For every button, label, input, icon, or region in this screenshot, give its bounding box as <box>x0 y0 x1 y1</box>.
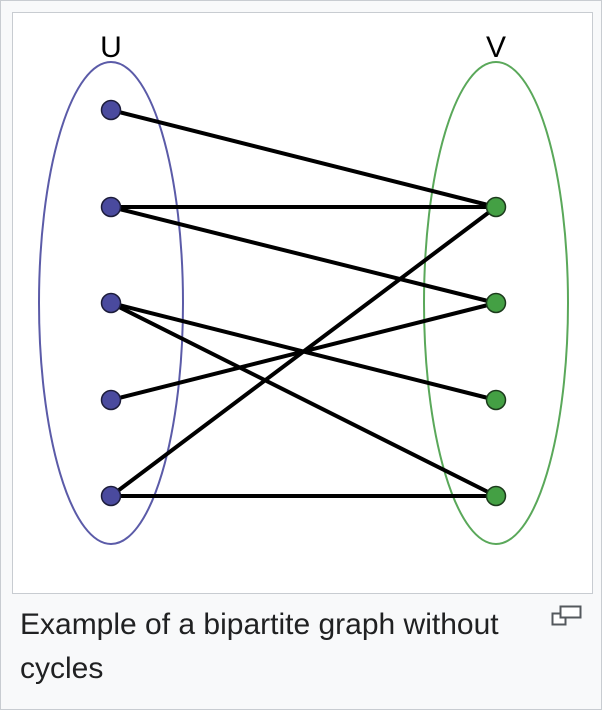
vertex-v1 <box>485 196 507 218</box>
set-u-label: U <box>100 31 122 64</box>
edge-u5-v1 <box>109 205 498 498</box>
edge-u3-v4 <box>109 301 498 498</box>
vertex-v2 <box>485 292 507 314</box>
vertex-v4 <box>485 485 507 507</box>
set-v-label: V <box>486 31 506 64</box>
edge-u2-v2 <box>109 205 498 305</box>
vertex-u4 <box>100 389 122 411</box>
magnify-icon[interactable] <box>551 605 583 627</box>
figure-caption: Example of a bipartite graph without cyc… <box>20 608 499 685</box>
vertex-v3 <box>485 389 507 411</box>
vertex-u5 <box>100 485 122 507</box>
set-u-ellipse <box>38 61 184 545</box>
set-v-ellipse <box>423 61 569 545</box>
vertex-u1 <box>100 99 122 121</box>
vertex-u3 <box>100 292 122 314</box>
vertex-u2 <box>100 196 122 218</box>
edge-u1-v1 <box>109 108 498 209</box>
